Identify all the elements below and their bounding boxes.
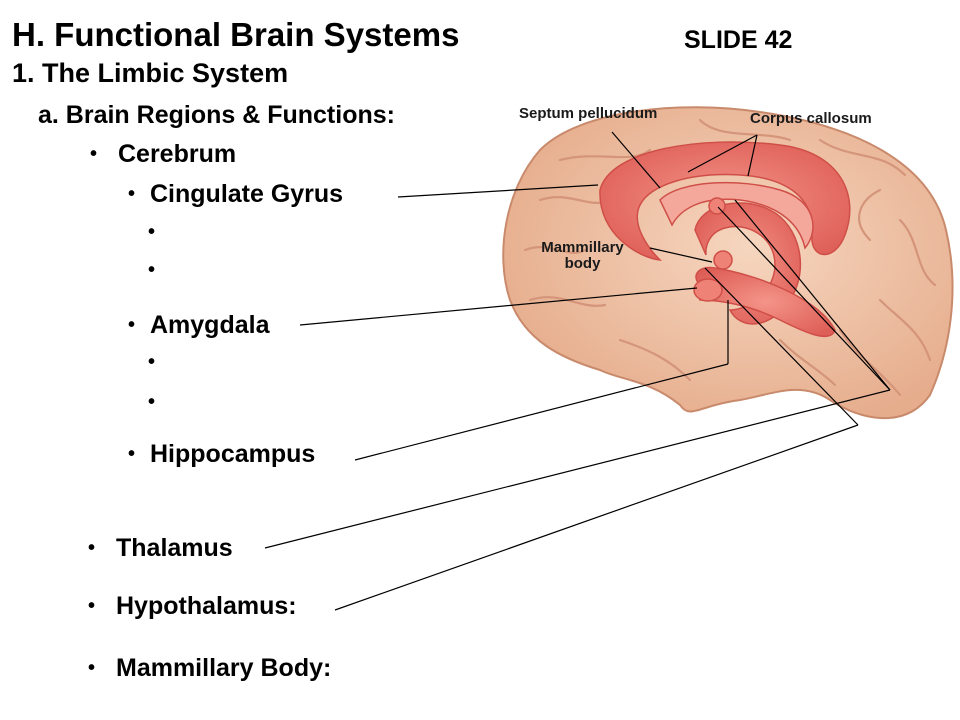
- leader-lines: [264, 131, 891, 611]
- bullet-glyph: •: [90, 143, 98, 165]
- bullet-text: Hippocampus: [150, 440, 316, 468]
- mammillary-body-shape: [713, 250, 733, 270]
- bullet-text: Thalamus: [116, 534, 233, 562]
- bullet-cerebrum: • Cerebrum: [90, 140, 236, 169]
- bullet-glyph: •: [148, 221, 156, 243]
- bullet-mammillary-body: • Mammillary Body:: [88, 654, 331, 683]
- bullet-empty: •: [148, 348, 170, 377]
- bullet-glyph: •: [128, 314, 136, 336]
- bullet-glyph: •: [148, 391, 156, 413]
- hippocampus-shape: [695, 266, 836, 338]
- bullet-amygdala: • Amygdala: [128, 311, 269, 340]
- label-septum-pellucidum: Septum pellucidum: [519, 105, 658, 122]
- bullet-hypothalamus: • Hypothalamus:: [88, 592, 297, 621]
- bullet-glyph: •: [128, 183, 136, 205]
- bullet-empty: •: [148, 256, 170, 285]
- bullet-glyph: •: [88, 595, 96, 617]
- bullet-cingulate-gyrus: • Cingulate Gyrus: [128, 180, 343, 209]
- bullet-text: Amygdala: [150, 311, 270, 339]
- slide-number: SLIDE 42: [684, 26, 793, 54]
- bullet-glyph: •: [88, 537, 96, 559]
- bullet-thalamus: • Thalamus: [88, 534, 233, 563]
- bullet-glyph: •: [128, 443, 136, 465]
- limbic-structures: [599, 141, 851, 338]
- slide-title: H. Functional Brain Systems: [12, 16, 460, 53]
- corpus-callosum-shape: [659, 181, 814, 250]
- bullet-text: Hypothalamus:: [116, 592, 297, 620]
- bullet-hippocampus: • Hippocampus: [128, 440, 315, 469]
- bullet-text: Mammillary Body:: [116, 654, 332, 682]
- slide-subtitle: 1. The Limbic System: [12, 58, 289, 88]
- label-line: Mammillary: [541, 239, 624, 256]
- bullet-empty: •: [148, 388, 170, 417]
- bullet-glyph: •: [148, 259, 156, 281]
- bullet-glyph: •: [148, 351, 156, 373]
- bullet-empty: •: [148, 218, 170, 247]
- bullet-glyph: •: [88, 657, 96, 679]
- section-heading: a. Brain Regions & Functions:: [38, 101, 395, 129]
- label-corpus-callosum: Corpus callosum: [750, 110, 872, 127]
- amygdala-shape: [693, 278, 723, 302]
- bullet-text: Cerebrum: [118, 140, 237, 168]
- bullet-text: Cingulate Gyrus: [150, 180, 344, 208]
- label-mammillary-body: Mammillary body: [515, 240, 650, 272]
- label-line: body: [564, 255, 601, 272]
